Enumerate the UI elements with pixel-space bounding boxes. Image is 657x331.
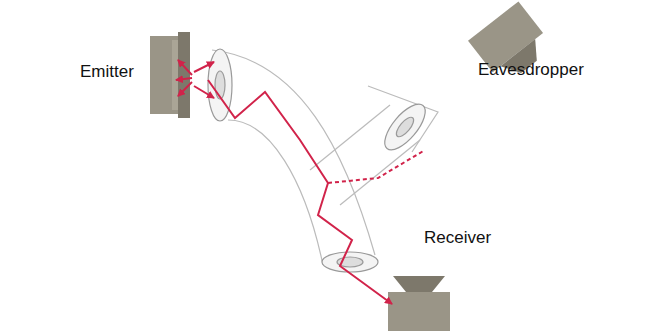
device-label: Receiver [424, 228, 491, 248]
emitter-device [150, 32, 190, 118]
device-label: Eavesdropper [478, 60, 584, 80]
receiver-device [388, 276, 450, 331]
device-label: Emitter [80, 62, 134, 82]
fiber-end [208, 49, 432, 272]
fiber-pipe [212, 50, 438, 265]
light-ray [176, 60, 425, 304]
